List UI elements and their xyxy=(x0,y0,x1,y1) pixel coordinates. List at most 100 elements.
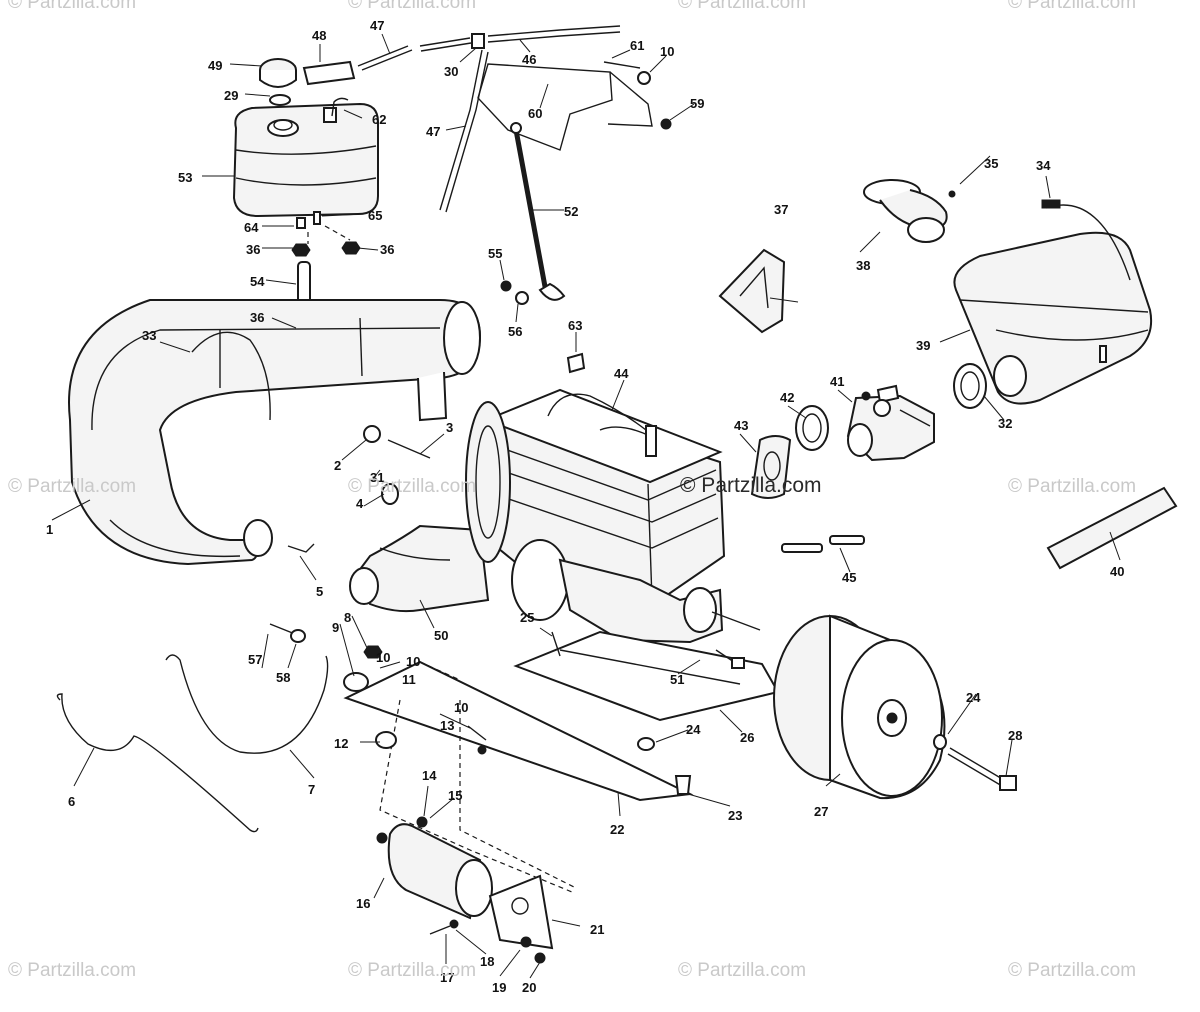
callout-36-b: 36 xyxy=(380,242,394,257)
callout-8: 8 xyxy=(344,610,351,625)
intake-flange-43[interactable] xyxy=(750,435,792,499)
dashed-guides xyxy=(379,661,577,893)
engine-mount-plate[interactable] xyxy=(513,630,780,722)
hardware-59-61 xyxy=(500,61,672,305)
watermark: © Partzilla.com xyxy=(348,0,477,13)
callout-61: 61 xyxy=(630,38,644,53)
bracket-63 xyxy=(566,352,586,374)
callout-10-d: 10 xyxy=(376,650,390,665)
callout-25: 25 xyxy=(520,610,534,625)
callout-30: 30 xyxy=(444,64,458,79)
callout-54: 54 xyxy=(250,274,265,289)
fuel-lines xyxy=(357,25,653,301)
clamp-35 xyxy=(948,190,956,198)
watermark: © Partzilla.com xyxy=(8,960,137,981)
callout-56: 56 xyxy=(508,324,522,339)
callout-1: 1 xyxy=(46,522,53,537)
callout-46: 46 xyxy=(522,52,536,67)
callout-10-b: 10 xyxy=(660,44,674,59)
callout-12: 12 xyxy=(334,736,348,751)
callout-40: 40 xyxy=(1110,564,1124,579)
callout-39: 39 xyxy=(916,338,930,353)
callout-2: 2 xyxy=(334,458,341,473)
callout-4: 4 xyxy=(356,496,364,511)
callout-52: 52 xyxy=(564,204,578,219)
air-silencer[interactable] xyxy=(953,231,1152,405)
callout-labels: 1 2 3 4 5 6 7 8 9 10 10 10 10 11 12 13 1… xyxy=(46,18,1124,995)
callout-44: 44 xyxy=(614,366,629,381)
leader-lines xyxy=(51,33,1121,979)
callout-13: 13 xyxy=(440,718,454,733)
center-watermark: © Partzilla.com xyxy=(680,474,822,497)
oil-tank[interactable] xyxy=(232,102,379,218)
callout-19: 19 xyxy=(492,980,506,995)
callout-33: 33 xyxy=(142,328,156,343)
callout-45: 45 xyxy=(842,570,856,585)
intake-boot-38[interactable] xyxy=(863,179,948,243)
clamp-42[interactable] xyxy=(795,405,829,451)
bottom-plate-22[interactable] xyxy=(343,660,694,802)
callout-29: 29 xyxy=(224,88,238,103)
starter-bracket-21[interactable] xyxy=(488,874,554,950)
callout-64: 64 xyxy=(244,220,259,235)
callout-3: 3 xyxy=(446,420,453,435)
oil-tank-cap[interactable] xyxy=(259,58,297,106)
carburetor[interactable] xyxy=(846,384,935,462)
watermark: © Partzilla.com xyxy=(1008,0,1137,13)
callout-47-b: 47 xyxy=(426,124,440,139)
seal-strip-40[interactable] xyxy=(1046,486,1178,570)
callout-23: 23 xyxy=(728,808,742,823)
hanger-6 xyxy=(56,693,259,833)
callout-22: 22 xyxy=(610,822,624,837)
watermark: © Partzilla.com xyxy=(1008,476,1137,497)
watermark: © Partzilla.com xyxy=(348,476,477,497)
callout-17: 17 xyxy=(440,970,454,985)
callout-9: 9 xyxy=(332,620,339,635)
callout-49: 49 xyxy=(208,58,222,73)
expansion-chamber[interactable] xyxy=(68,299,482,566)
callout-50: 50 xyxy=(434,628,448,643)
watermark: © Partzilla.com xyxy=(8,0,137,13)
callout-65: 65 xyxy=(368,208,382,223)
callout-11: 11 xyxy=(402,672,416,687)
bracket-37[interactable] xyxy=(718,248,786,334)
callout-57: 57 xyxy=(248,652,262,667)
watermark: © Partzilla.com xyxy=(678,0,807,13)
hanger-7 xyxy=(165,654,329,754)
callout-63: 63 xyxy=(568,318,582,333)
watermark: © Partzilla.com xyxy=(678,960,807,981)
callout-21: 21 xyxy=(590,922,604,937)
callout-47-a: 47 xyxy=(370,18,384,33)
engine[interactable] xyxy=(465,388,761,644)
callout-28: 28 xyxy=(1008,728,1022,743)
callout-35: 35 xyxy=(984,156,998,171)
callout-14: 14 xyxy=(422,768,437,783)
callout-16: 16 xyxy=(356,896,370,911)
clamp-32[interactable] xyxy=(953,363,987,409)
callout-10-a: 10 xyxy=(406,654,420,669)
callout-53: 53 xyxy=(178,170,192,185)
callout-24-a: 24 xyxy=(966,690,981,705)
callout-51: 51 xyxy=(670,672,684,687)
callout-31: 31 xyxy=(370,470,384,485)
callout-34: 34 xyxy=(1036,158,1051,173)
callout-36-c: 36 xyxy=(250,310,264,325)
callout-5: 5 xyxy=(316,584,323,599)
starter-motor[interactable] xyxy=(376,823,493,920)
callout-27: 27 xyxy=(814,804,828,819)
clutch-bolt-28 xyxy=(933,734,1017,791)
drive-clutch[interactable] xyxy=(773,614,946,800)
callout-41: 41 xyxy=(830,374,844,389)
misc-hardware xyxy=(269,425,745,964)
callout-20: 20 xyxy=(522,980,536,995)
exhaust-manifold[interactable] xyxy=(349,524,490,613)
spring-33 xyxy=(191,331,271,421)
callout-6: 6 xyxy=(68,794,75,809)
callout-42: 42 xyxy=(780,390,794,405)
callout-59: 59 xyxy=(690,96,704,111)
spring-34 xyxy=(1041,199,1131,281)
callout-24-b: 24 xyxy=(686,722,701,737)
callout-62: 62 xyxy=(372,112,386,127)
callout-37: 37 xyxy=(774,202,788,217)
